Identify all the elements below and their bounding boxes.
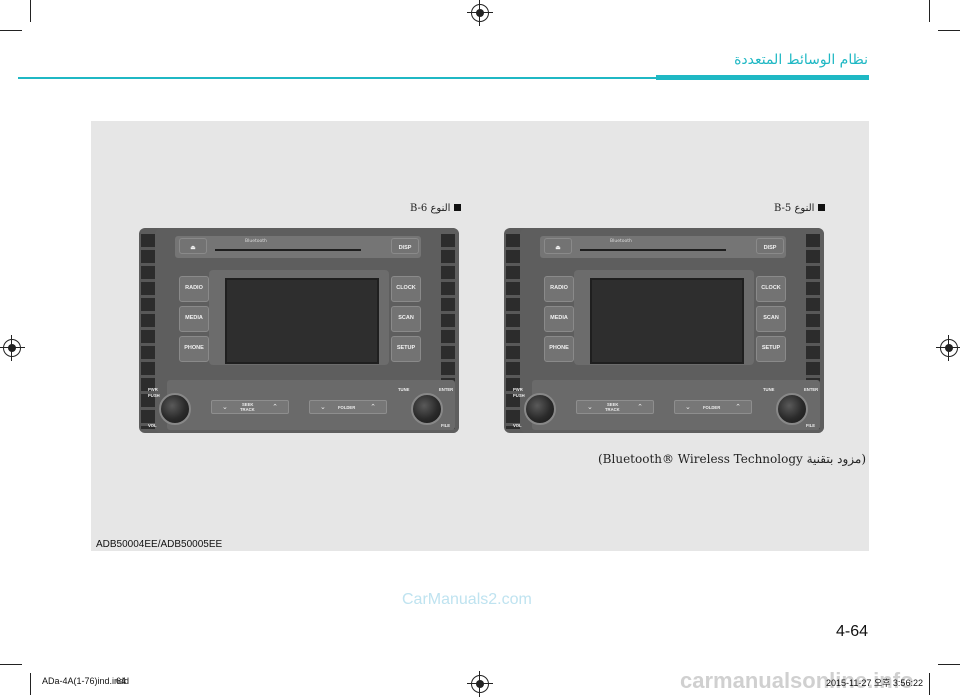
radio-unit-b5: Bluetooth ⏏ DISP RADIO MEDIA PHONE CLOCK… xyxy=(504,228,824,433)
media-button[interactable]: MEDIA xyxy=(544,306,574,332)
tune-knob[interactable] xyxy=(411,393,443,425)
vent-grille xyxy=(506,234,520,429)
crop-mark xyxy=(30,0,31,22)
tune-knob[interactable] xyxy=(776,393,808,425)
chevron-down-icon: ⌄ xyxy=(222,404,228,411)
bullet-square-icon xyxy=(818,204,826,211)
bullet-square-icon xyxy=(454,204,462,211)
cd-slot xyxy=(215,249,361,251)
phone-button[interactable]: PHONE xyxy=(179,336,209,362)
page-number: 4-64 xyxy=(835,623,868,640)
chevron-up-icon: ⌃ xyxy=(637,404,643,411)
display-screen xyxy=(225,278,379,364)
registration-mark-icon xyxy=(0,335,25,361)
enter-label: ENTER xyxy=(439,387,454,392)
crop-mark xyxy=(929,0,930,22)
radio-button[interactable]: RADIO xyxy=(179,276,209,302)
vol-label: VOL xyxy=(148,423,157,428)
cd-slot xyxy=(580,249,726,251)
disp-button[interactable]: DISP xyxy=(391,238,419,254)
seek-track-button[interactable]: ⌄ SEEK TRACK ⌃ xyxy=(576,400,654,414)
slug-page: 64 xyxy=(116,676,127,686)
radio-button[interactable]: RADIO xyxy=(544,276,574,302)
pwr-label: PWR xyxy=(513,387,523,392)
folder-button[interactable]: ⌄ FOLDER ⌃ xyxy=(674,400,752,414)
watermark: CarManuals2.com xyxy=(402,591,532,608)
radio-unit-b6: Bluetooth ⏏ DISP RADIO MEDIA PHONE CLOCK… xyxy=(139,228,459,433)
caption-right: النوع B-5 xyxy=(774,203,826,214)
scan-button[interactable]: SCAN xyxy=(391,306,421,332)
section-title: نظام الوسائط المتعددة xyxy=(734,52,868,68)
crop-mark xyxy=(30,673,31,695)
push-label: PUSH xyxy=(148,393,160,398)
eject-button[interactable]: ⏏ xyxy=(544,238,572,254)
clock-button[interactable]: CLOCK xyxy=(391,276,421,302)
chevron-up-icon: ⌃ xyxy=(272,404,278,411)
file-label: FILE xyxy=(806,423,816,428)
tune-label: TUNE xyxy=(398,387,410,392)
crop-mark xyxy=(929,673,930,695)
folder-button[interactable]: ⌄ FOLDER ⌃ xyxy=(309,400,387,414)
phone-button[interactable]: PHONE xyxy=(544,336,574,362)
eject-icon: ⏏ xyxy=(555,245,561,251)
disp-button[interactable]: DISP xyxy=(756,238,784,254)
setup-button[interactable]: SETUP xyxy=(391,336,421,362)
display-screen xyxy=(590,278,744,364)
site-watermark: carmanualsonline.info xyxy=(680,668,914,693)
setup-button[interactable]: SETUP xyxy=(756,336,786,362)
tune-label: TUNE xyxy=(763,387,775,392)
slug-filename: ADa-4A(1-76)ind.indd xyxy=(42,676,130,686)
seek-track-button[interactable]: ⌄ SEEK TRACK ⌃ xyxy=(211,400,289,414)
bluetooth-label: Bluetooth xyxy=(610,239,632,244)
volume-knob[interactable] xyxy=(159,393,191,425)
enter-label: ENTER xyxy=(804,387,819,392)
chevron-down-icon: ⌄ xyxy=(685,404,691,411)
crop-mark xyxy=(0,30,22,31)
cd-bar: Bluetooth xyxy=(540,236,786,258)
registration-mark-icon xyxy=(936,335,960,361)
push-label: PUSH xyxy=(513,393,525,398)
chevron-up-icon: ⌃ xyxy=(735,404,741,411)
scan-button[interactable]: SCAN xyxy=(756,306,786,332)
volume-knob[interactable] xyxy=(524,393,556,425)
chevron-down-icon: ⌄ xyxy=(320,404,326,411)
header-rule xyxy=(18,77,658,79)
registration-mark-icon xyxy=(467,671,493,697)
media-button[interactable]: MEDIA xyxy=(179,306,209,332)
chevron-up-icon: ⌃ xyxy=(370,404,376,411)
crop-mark xyxy=(0,664,22,665)
eject-button[interactable]: ⏏ xyxy=(179,238,207,254)
header-rule-accent xyxy=(656,75,869,80)
registration-mark-icon xyxy=(467,0,493,26)
crop-mark xyxy=(938,664,960,665)
clock-button[interactable]: CLOCK xyxy=(756,276,786,302)
slug-date: 2015-11-27 오후 3:56:22 xyxy=(826,678,923,688)
crop-mark xyxy=(938,30,960,31)
bluetooth-label: Bluetooth xyxy=(245,239,267,244)
vent-grille xyxy=(141,234,155,429)
cd-bar: Bluetooth xyxy=(175,236,421,258)
eject-icon: ⏏ xyxy=(190,245,196,251)
chevron-down-icon: ⌄ xyxy=(587,404,593,411)
vol-label: VOL xyxy=(513,423,522,428)
file-label: FILE xyxy=(441,423,451,428)
caption-left: النوع B-6 xyxy=(410,203,462,214)
bluetooth-note: (Bluetooth® Wireless Technology مزود بتق… xyxy=(598,452,866,466)
pwr-label: PWR xyxy=(148,387,158,392)
figure-code: ADB50004EE/ADB50005EE xyxy=(96,539,223,550)
